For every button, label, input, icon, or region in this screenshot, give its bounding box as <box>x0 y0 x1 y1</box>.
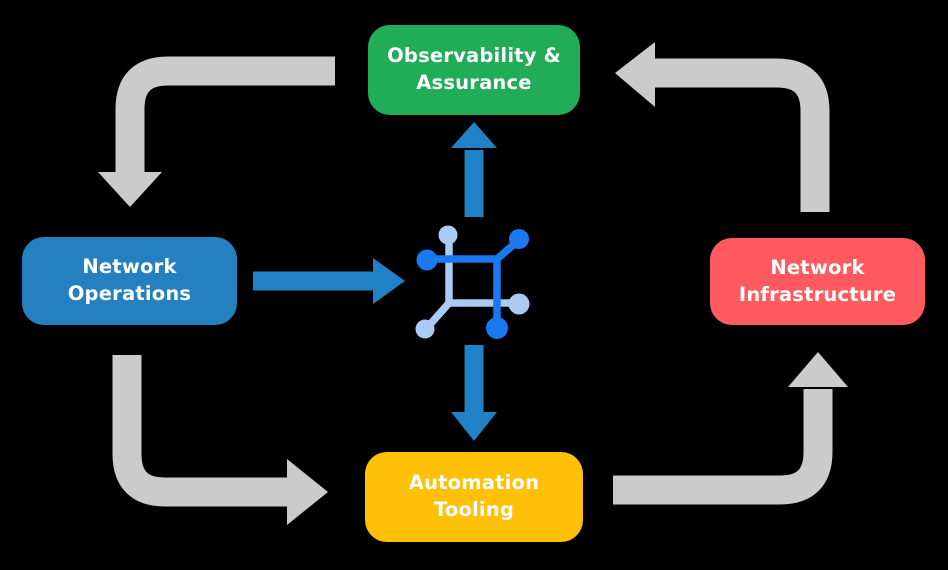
node-label: Automation Tooling <box>409 470 539 524</box>
node-label-line1: Network <box>770 255 865 279</box>
network-nodes-icon <box>415 225 530 339</box>
node-observability-assurance: Observability & Assurance <box>368 25 580 115</box>
node-label: Observability & Assurance <box>387 43 561 97</box>
arrow-infrastructure-to-observability <box>615 42 830 212</box>
node-label-line2: Infrastructure <box>738 282 897 306</box>
node-label-line2: Tooling <box>433 498 515 521</box>
node-label-line2: Assurance <box>416 71 532 94</box>
node-label-line1: Automation <box>408 471 540 495</box>
node-label: Network Operations <box>68 254 191 308</box>
node-label-line2: Operations <box>67 282 192 305</box>
node-network-operations: Network Operations <box>22 237 237 325</box>
arrow-automation-to-infrastructure <box>613 352 848 505</box>
arrow-observability-to-operations <box>98 56 335 207</box>
arrow-operations-to-center <box>253 258 405 304</box>
node-label: Network Infrastructure <box>739 255 896 309</box>
node-automation-tooling: Automation Tooling <box>365 452 583 542</box>
node-label-line1: Observability & <box>387 44 561 68</box>
arrow-center-to-observability <box>451 122 497 217</box>
arrow-center-to-automation <box>451 345 497 441</box>
node-network-infrastructure: Network Infrastructure <box>710 238 925 325</box>
arrow-operations-to-automation <box>112 355 328 525</box>
node-label-line1: Network <box>82 255 177 279</box>
